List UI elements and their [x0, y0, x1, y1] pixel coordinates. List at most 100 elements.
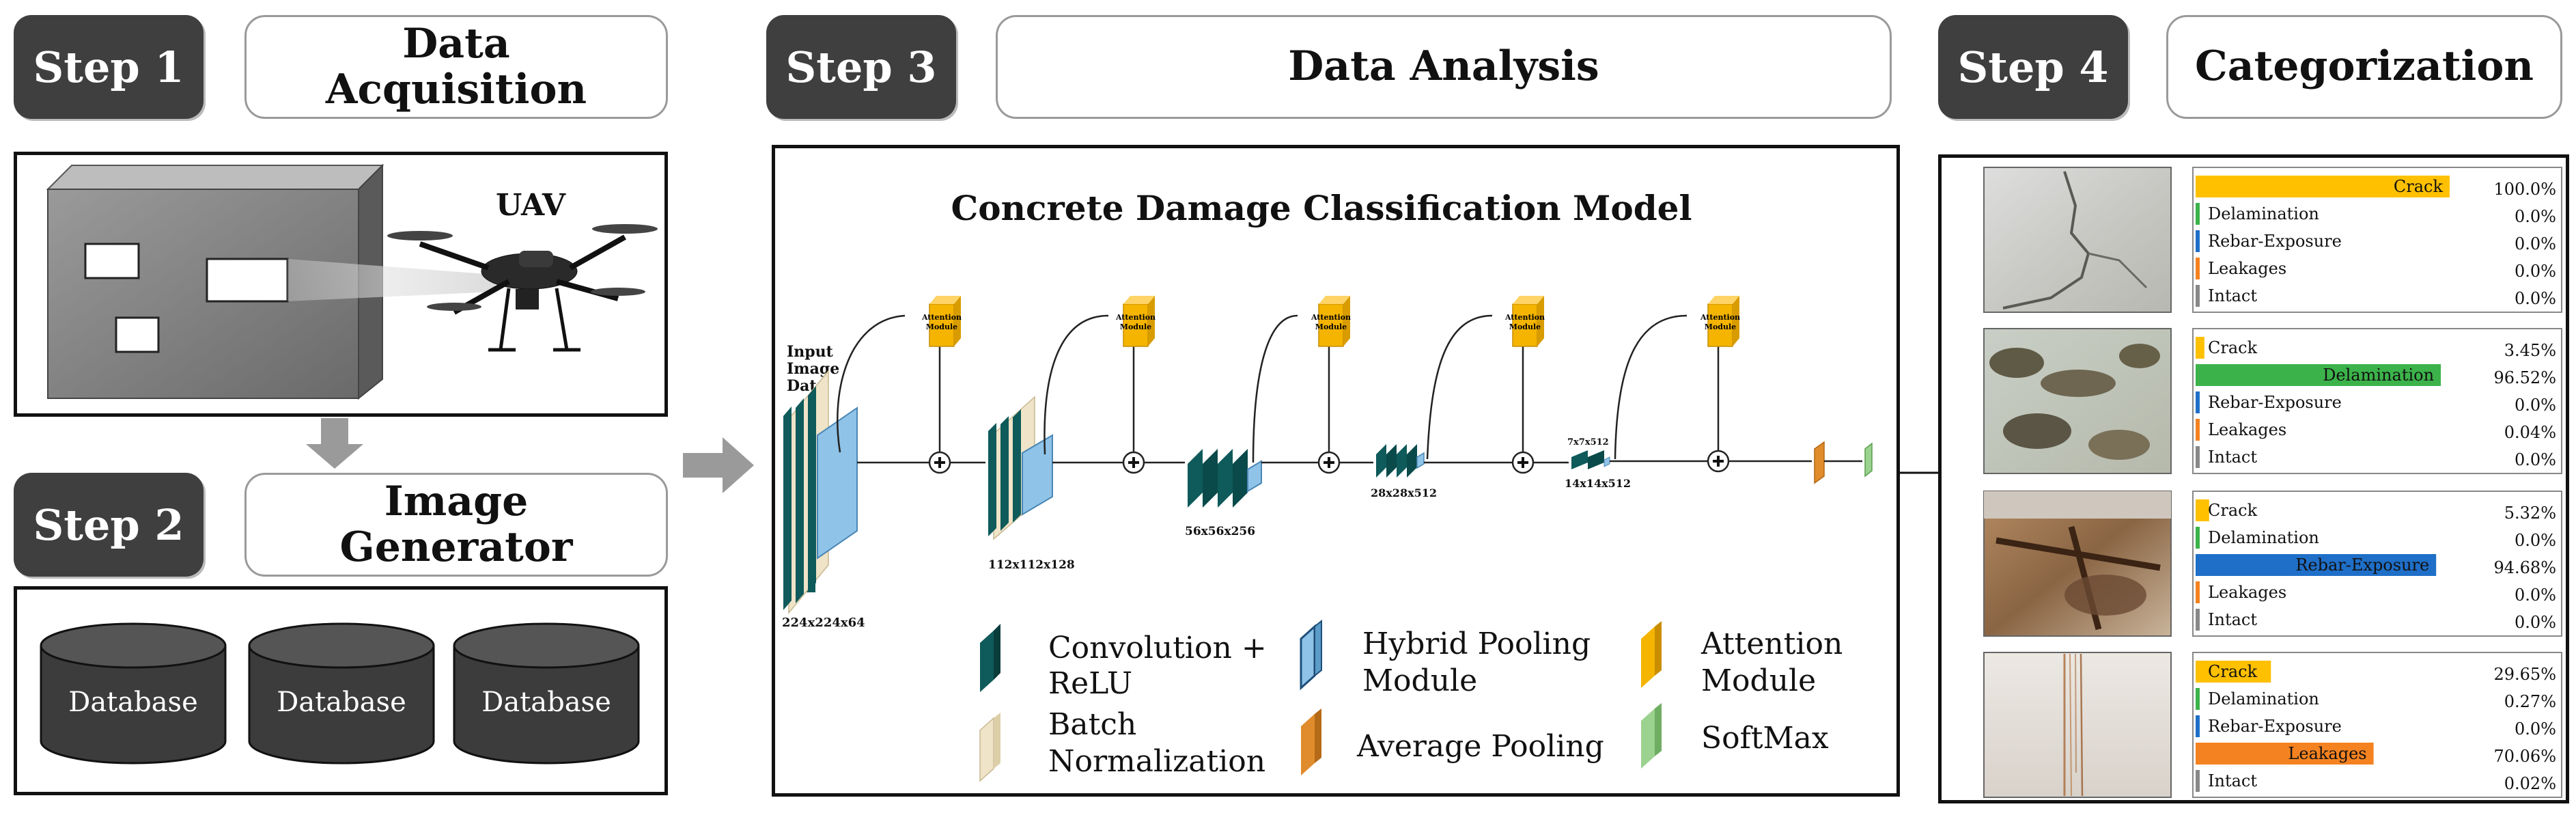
legend-attention-icon — [1641, 621, 1662, 688]
conv-block-1 — [783, 369, 858, 615]
legend-conv-label: Convolution + — [1048, 631, 1267, 665]
dim-label: 7x7x512 — [1567, 437, 1609, 448]
legend-batch-label: Batch — [1048, 707, 1136, 742]
right-arrow — [683, 437, 754, 493]
conv-block-3 — [1188, 449, 1262, 508]
drone-icon — [387, 224, 658, 352]
legend-hybrid-label: Module — [1362, 663, 1477, 698]
probability-bar — [2196, 285, 2200, 307]
results-svg: Crack 100.0% Delamination 0.0% Rebar-Exposur… — [1983, 167, 2562, 798]
acquisition-panel: UAV — [14, 152, 668, 417]
legend-softmax-icon — [1641, 703, 1662, 769]
crack-photo — [1983, 167, 2172, 313]
step2-badge: Step 2 — [14, 473, 204, 577]
attention-label: Module — [1705, 322, 1736, 331]
probability-bar — [2196, 554, 2437, 576]
flow-lines — [837, 314, 1862, 464]
dim-label: 224x224x64 — [782, 616, 865, 630]
probability-value: 0.0% — [2515, 613, 2556, 632]
category-label: Intact — [2208, 771, 2257, 790]
input-label: Image — [787, 360, 839, 378]
dim-label: 14x14x512 — [1565, 477, 1631, 490]
category-label: Crack — [2208, 338, 2258, 357]
conv-block-4 — [1376, 444, 1425, 478]
legend-hybrid-label: Hybrid Pooling — [1362, 627, 1591, 661]
probability-value: 0.27% — [2504, 692, 2556, 711]
legend-batch-icon — [979, 713, 1000, 782]
database-icon — [40, 622, 227, 765]
probability-value: 0.02% — [2504, 774, 2556, 793]
probability-bar — [2196, 391, 2200, 413]
probability-value: 0.0% — [2515, 586, 2556, 605]
attention-module-5: Attention Module — [1700, 296, 1740, 347]
category-label: Leakages — [2208, 420, 2286, 439]
attention-label: Module — [926, 322, 957, 331]
probability-bar — [2196, 743, 2374, 765]
probability-bar — [2196, 203, 2200, 225]
probability-value: 0.0% — [2515, 289, 2556, 308]
attention-module-1: Attention Module — [921, 296, 962, 347]
database-icon — [453, 622, 640, 765]
probability-bar — [2196, 715, 2200, 737]
step2-title-line1: Image — [384, 477, 529, 525]
average-pooling-block — [1814, 441, 1825, 484]
model-diagram: Concrete Damage Classification Model Inp… — [782, 188, 1873, 782]
dim-label: 28x28x512 — [1371, 486, 1437, 499]
delamination-photo — [1983, 328, 2172, 474]
attention-label: Attention — [921, 313, 962, 322]
probability-value: 70.06% — [2493, 747, 2556, 766]
legend-conv-icon — [980, 624, 1000, 692]
dim-label: 56x56x256 — [1185, 525, 1255, 538]
leakage-photo — [1983, 652, 2172, 798]
input-label: Input — [787, 343, 834, 361]
step1-title-line2: Acquisition — [325, 66, 587, 113]
legend-attention-label: Module — [1701, 663, 1816, 698]
category-label: Leakages — [2288, 744, 2366, 763]
attention-label: Module — [1509, 322, 1541, 331]
category-label: Delamination — [2208, 528, 2319, 547]
probability-value: 0.04% — [2504, 423, 2556, 442]
model-title: Concrete Damage Classification Model — [951, 188, 1692, 228]
attention-label: Attention — [1115, 313, 1156, 322]
probability-bar — [2196, 419, 2200, 441]
probability-value: 0.0% — [2515, 207, 2556, 226]
step4-badge: Step 4 — [1938, 15, 2128, 119]
model-panel: Concrete Damage Classification Model Inp… — [772, 145, 1900, 797]
rebar-photo — [1983, 491, 2172, 637]
category-label: Rebar-Exposure — [2208, 232, 2342, 251]
legend-softmax-label: SoftMax — [1701, 721, 1829, 756]
probability-bar — [2196, 176, 2450, 197]
category-label: Crack — [2208, 662, 2258, 681]
probability-value: 29.65% — [2493, 665, 2556, 684]
category-label: Intact — [2208, 610, 2257, 629]
probability-bar — [2196, 770, 2200, 792]
softmax-block — [1864, 442, 1873, 478]
database-label: Database — [277, 687, 406, 718]
probability-value: 100.0% — [2493, 180, 2556, 199]
legend-batch-label: Normalization — [1048, 744, 1265, 779]
category-label: Leakages — [2208, 259, 2286, 278]
legend-attention-label: Attention — [1700, 627, 1843, 661]
generator-panel: Database Database Database — [14, 586, 668, 795]
probability-bar — [2196, 230, 2200, 252]
conv-block-5 — [1571, 450, 1610, 469]
attention-label: Module — [1315, 322, 1347, 331]
category-label: Delamination — [2323, 366, 2434, 385]
probability-bar — [2196, 688, 2200, 710]
category-label: Intact — [2208, 448, 2257, 467]
step3-title: Data Analysis — [996, 15, 1892, 119]
probability-bar — [2196, 364, 2441, 386]
database-icon — [248, 622, 435, 765]
category-label: Rebar-Exposure — [2295, 555, 2429, 575]
probability-bar — [2196, 581, 2200, 603]
database-label: Database — [68, 687, 198, 718]
step4-title: Categorization — [2166, 15, 2562, 119]
camera-view-beam — [288, 259, 495, 301]
legend-conv-label: ReLU — [1048, 666, 1132, 701]
category-label: Rebar-Exposure — [2208, 393, 2342, 412]
